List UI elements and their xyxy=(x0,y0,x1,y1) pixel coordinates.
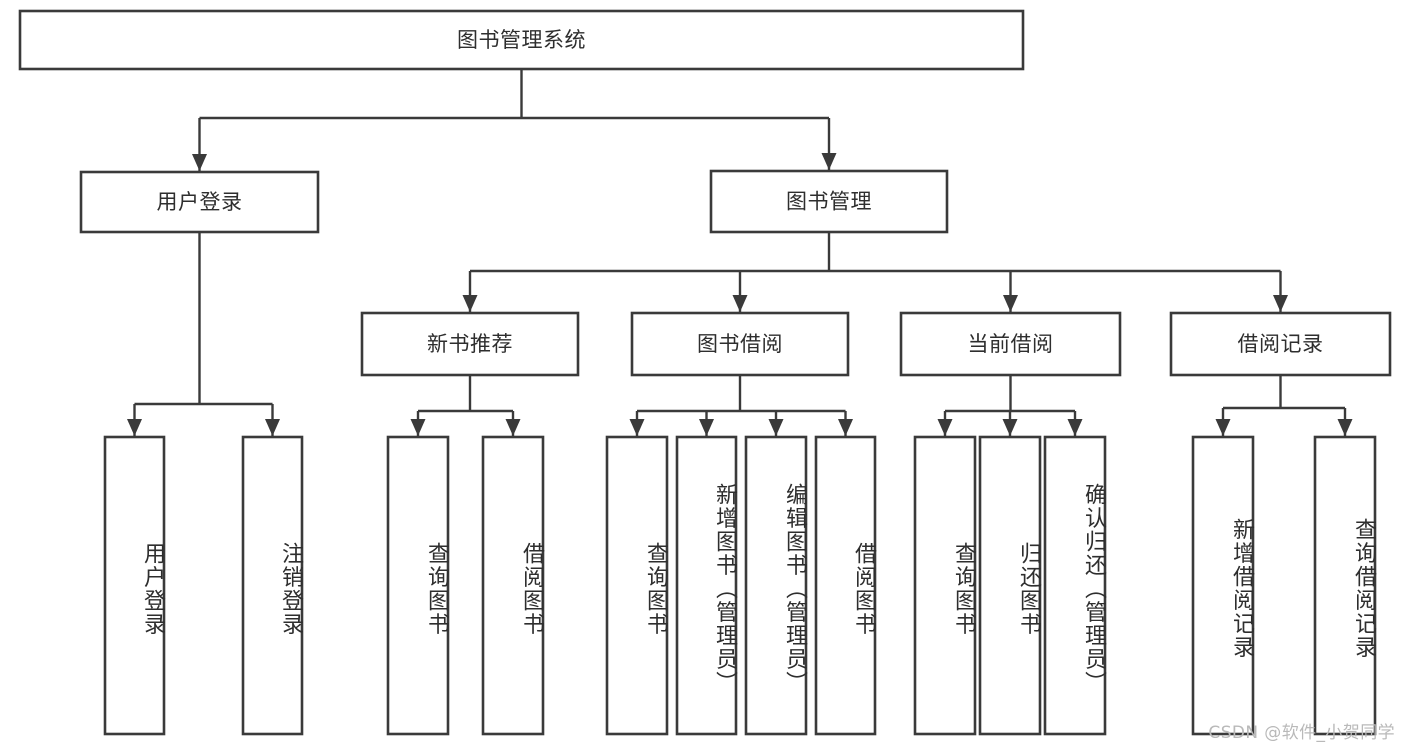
arrow-head-leaf-return-book xyxy=(1002,419,1018,436)
node-label-book-borrow: 图书借阅 xyxy=(697,332,783,356)
node-box-new-book-rec[interactable] xyxy=(360,311,580,377)
arrow-head-leaf-query-book-rec xyxy=(410,419,426,436)
node-box-borrow-record[interactable] xyxy=(1169,311,1392,377)
arrow-head-leaf-borrow-book-rec xyxy=(505,419,521,436)
arrow-head-book-borrow xyxy=(732,295,748,312)
boxes-layer xyxy=(18,9,1392,736)
node-box-leaf-borrow-book-bor[interactable] xyxy=(814,435,877,736)
connectors-layer xyxy=(127,69,1353,436)
node-box-leaf-query-record[interactable] xyxy=(1313,435,1377,736)
node-box-current-borrow[interactable] xyxy=(899,311,1122,377)
arrow-head-book-manage xyxy=(821,153,837,170)
node-box-leaf-query-book-cur[interactable] xyxy=(913,435,977,736)
node-label-root: 图书管理系统 xyxy=(457,28,586,52)
node-box-leaf-query-book-bor[interactable] xyxy=(605,435,669,736)
arrow-head-leaf-add-book xyxy=(699,419,714,436)
arrow-head-leaf-user-login xyxy=(127,419,142,436)
node-box-leaf-borrow-book-rec[interactable] xyxy=(481,435,545,736)
node-box-leaf-add-book[interactable] xyxy=(675,435,738,736)
node-box-leaf-confirm-return[interactable] xyxy=(1043,435,1107,736)
arrow-head-leaf-query-book-bor xyxy=(629,419,645,436)
arrow-head-current-borrow xyxy=(1003,295,1018,312)
node-label-user-login: 用户登录 xyxy=(157,190,243,214)
node-label-book-manage: 图书管理 xyxy=(786,190,872,214)
node-label-new-book-rec: 新书推荐 xyxy=(427,332,513,356)
node-label-borrow-record: 借阅记录 xyxy=(1238,332,1324,356)
arrow-head-leaf-edit-book xyxy=(768,419,784,436)
node-box-root[interactable] xyxy=(18,9,1025,71)
node-box-leaf-logout[interactable] xyxy=(241,435,304,736)
node-box-user-login[interactable] xyxy=(79,170,320,234)
node-label-current-borrow: 当前借阅 xyxy=(968,332,1054,356)
arrow-head-leaf-borrow-book-bor xyxy=(838,419,853,436)
node-box-book-manage[interactable] xyxy=(709,169,949,234)
node-box-leaf-query-book-rec[interactable] xyxy=(386,435,450,736)
arrow-head-user-login xyxy=(192,154,207,171)
node-box-leaf-add-record[interactable] xyxy=(1191,435,1255,736)
node-box-leaf-edit-book[interactable] xyxy=(744,435,808,736)
csdn-watermark: CSDN @软件_小贺同学 xyxy=(1208,723,1395,743)
node-box-book-borrow[interactable] xyxy=(630,311,850,377)
node-box-leaf-user-login[interactable] xyxy=(103,435,166,736)
arrow-head-leaf-logout xyxy=(265,419,280,436)
arrow-head-leaf-query-book-cur xyxy=(937,419,953,436)
arrow-head-new-book-rec xyxy=(462,295,478,312)
arrow-head-leaf-confirm-return xyxy=(1067,419,1083,436)
arrow-head-borrow-record xyxy=(1273,295,1288,312)
node-box-leaf-return-book[interactable] xyxy=(978,435,1042,736)
arrow-head-leaf-query-record xyxy=(1337,419,1353,436)
arrow-head-leaf-add-record xyxy=(1215,419,1231,436)
